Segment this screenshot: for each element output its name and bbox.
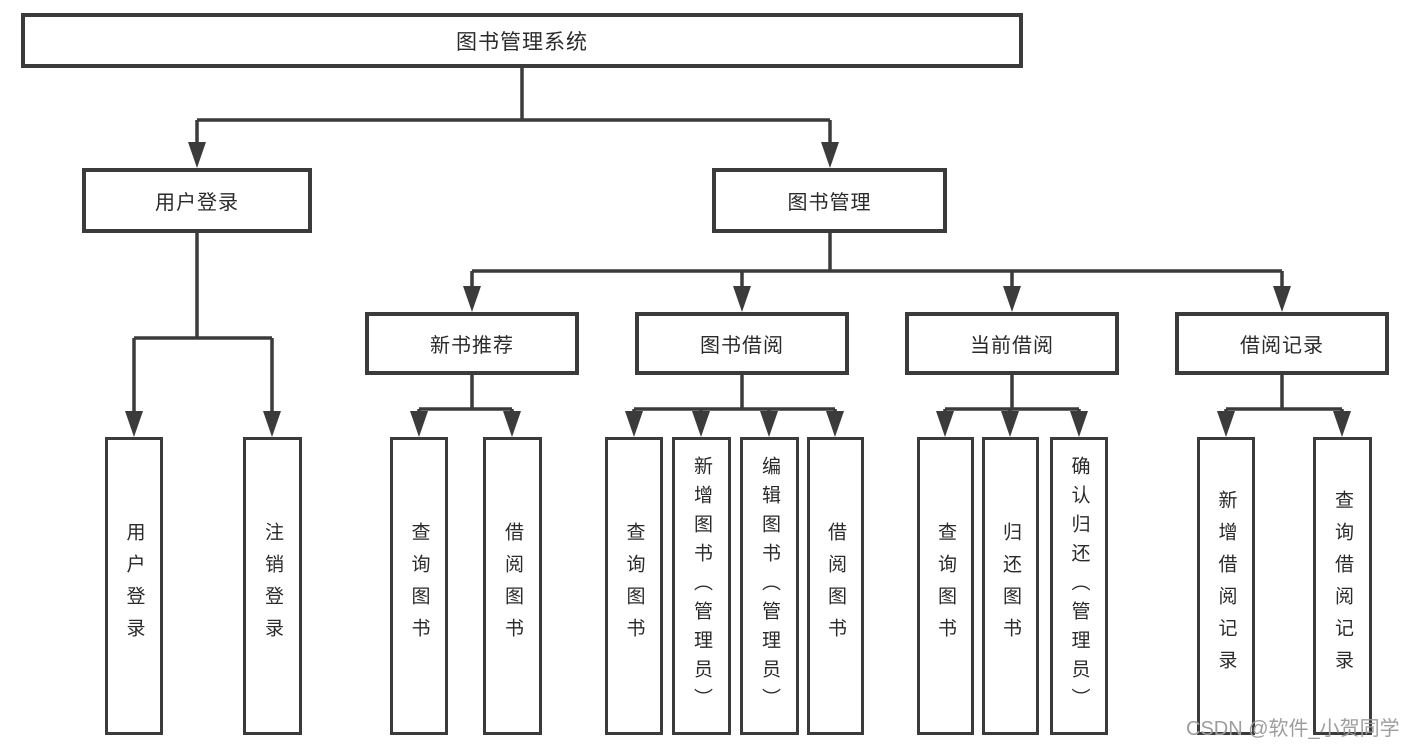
node-current-return-books: 归还图书 bbox=[982, 437, 1039, 735]
node-borrowing-add-books-admin: 新增图书（管理员） bbox=[672, 437, 731, 735]
node-borrowing-borrow-books: 借阅图书 bbox=[807, 437, 864, 735]
watermark-text: CSDN @软件_小贺同学 bbox=[1186, 718, 1400, 740]
node-borrowing-edit-books-admin: 编辑图书（管理员） bbox=[740, 437, 799, 735]
node-current-confirm-return-admin: 确认归还（管理员） bbox=[1050, 437, 1108, 735]
node-book-management: 图书管理 bbox=[712, 168, 947, 233]
node-borrowing-query-books: 查询图书 bbox=[605, 437, 663, 735]
node-records-query-record: 查询借阅记录 bbox=[1313, 437, 1372, 735]
node-current-query-books: 查询图书 bbox=[917, 437, 974, 735]
node-current-borrowing: 当前借阅 bbox=[905, 312, 1119, 375]
node-book-borrowing: 图书借阅 bbox=[635, 312, 849, 375]
node-recommend-query-books: 查询图书 bbox=[390, 437, 448, 735]
node-new-book-recommend: 新书推荐 bbox=[365, 312, 579, 375]
node-user-login: 用户登录 bbox=[82, 168, 312, 233]
node-recommend-borrow-books: 借阅图书 bbox=[483, 437, 542, 735]
node-records-add-record: 新增借阅记录 bbox=[1197, 437, 1255, 735]
node-logout-action: 注销登录 bbox=[243, 437, 302, 735]
node-borrowing-records: 借阅记录 bbox=[1175, 312, 1389, 375]
node-user-login-action: 用户登录 bbox=[105, 437, 163, 735]
node-library-management-system: 图书管理系统 bbox=[21, 13, 1023, 68]
